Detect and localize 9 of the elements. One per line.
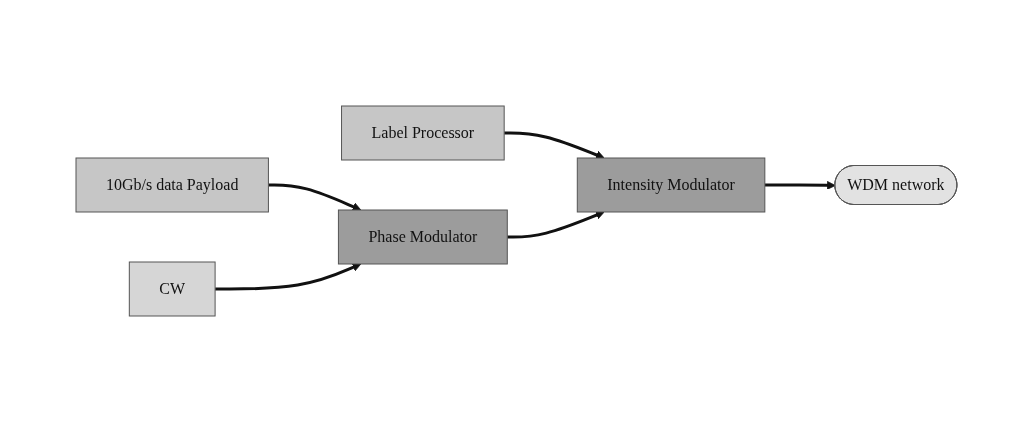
arrow	[214, 263, 361, 291]
arrow	[764, 181, 836, 190]
node-box: 10Gb/s data Payload	[75, 157, 269, 213]
node-box: Intensity Modulator	[576, 157, 765, 213]
arrow	[268, 183, 361, 211]
node-box: CW	[128, 261, 216, 317]
node-box: Label Processor	[340, 105, 505, 161]
node-box: Phase Modulator	[337, 209, 508, 265]
arrow	[503, 131, 605, 160]
